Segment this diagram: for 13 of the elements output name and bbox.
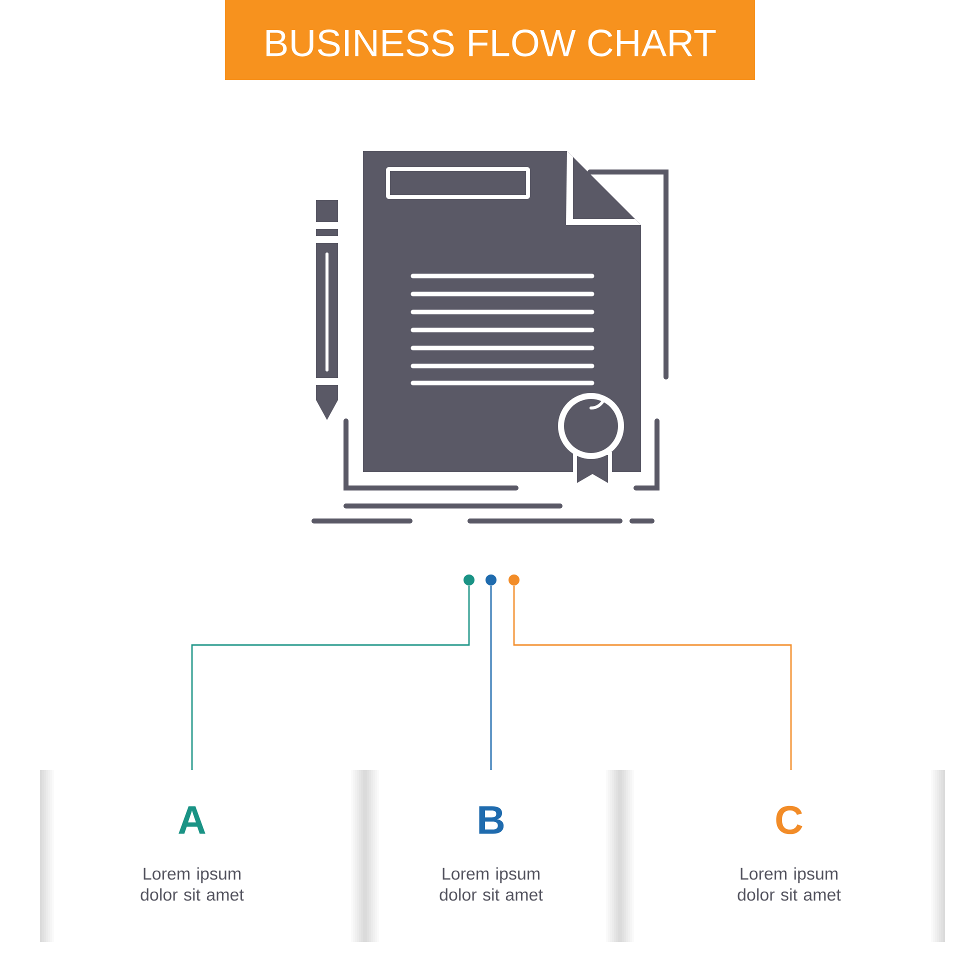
panel-letter: C [776,806,802,834]
panel-letter: A [178,806,206,834]
panel-letter: B [479,806,504,834]
dot [486,574,496,586]
title-banner: BUSINESS FLOW CHART [225,0,755,80]
connector-line [490,586,492,770]
connector-line [191,586,470,770]
dot [464,574,474,586]
dot [508,574,520,586]
panel-text: Lorem ipsum dolor sit amet [738,867,841,901]
connector-line [513,586,792,770]
panel-text: Lorem ipsum dolor sit amet [440,867,543,901]
panel-text: Lorem ipsum dolor sit amet [140,867,244,901]
